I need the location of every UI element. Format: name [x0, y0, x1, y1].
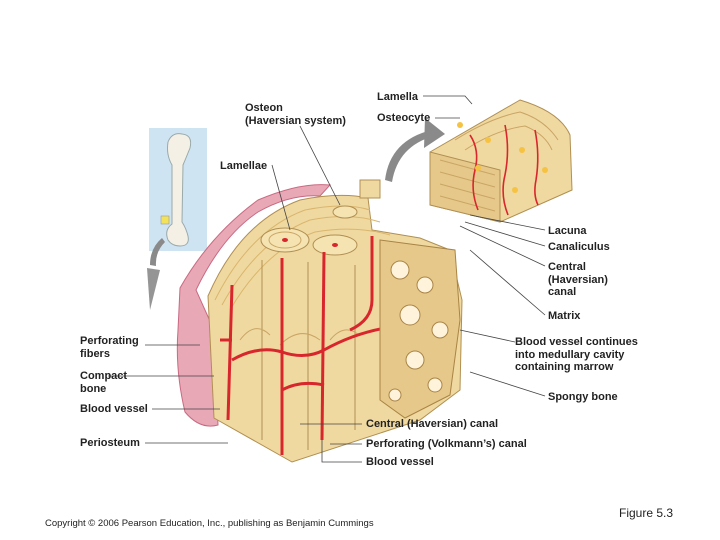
label-perforating-canal: Perforating (Volkmann’s) canal — [366, 438, 527, 450]
label-osteocyte: Osteocyte — [377, 112, 431, 124]
figure-number: Figure 5.3 — [619, 506, 674, 520]
zoom-arrows — [147, 118, 445, 310]
label-matrix: Matrix — [548, 310, 581, 322]
copyright-text: Copyright © 2006 Pearson Education, Inc.… — [45, 518, 374, 529]
label-perforating-fibers: Perforating fibers — [80, 335, 139, 360]
label-spongy-bone: Spongy bone — [548, 391, 618, 403]
label-periosteum: Periosteum — [80, 437, 140, 449]
label-lacuna: Lacuna — [548, 225, 587, 237]
osteon-enlargement — [429, 99, 573, 223]
label-blood-vessel-continues: Blood vessel continues into medullary ca… — [515, 336, 638, 373]
long-bone-inset — [149, 128, 207, 251]
leader-lines — [108, 95, 546, 463]
blood-vessels — [220, 236, 456, 455]
label-lamella: Lamella — [377, 91, 418, 103]
label-compact-bone: Compact bone — [80, 370, 128, 395]
label-blood-vessel-left: Blood vessel — [80, 403, 148, 415]
spongy-bone — [379, 239, 461, 419]
label-canaliculus: Canaliculus — [548, 241, 610, 253]
label-central-canal-right: Central (Haversian) canal — [548, 261, 608, 298]
label-lamellae: Lamellae — [220, 160, 268, 172]
label-osteon: Osteon (Haversian system) — [245, 102, 346, 127]
label-central-canal-bottom: Central (Haversian) canal — [366, 418, 499, 430]
label-blood-vessel-bottom: Blood vessel — [366, 456, 434, 468]
